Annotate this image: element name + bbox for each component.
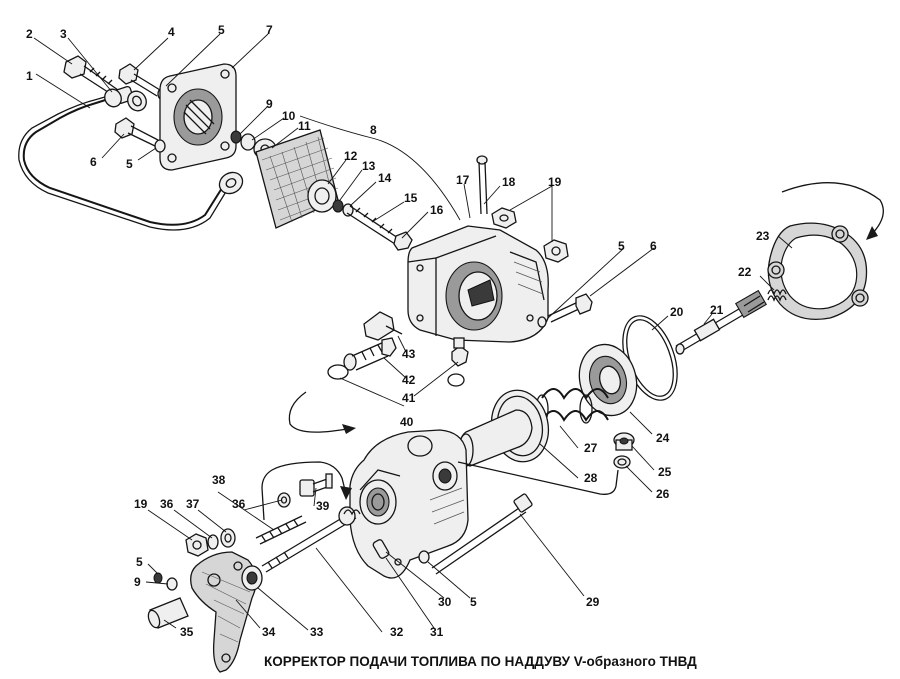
callout-label: 37 xyxy=(186,497,200,511)
nut-part xyxy=(332,199,354,217)
long-bolt-part xyxy=(431,493,533,575)
callout-label: 32 xyxy=(390,625,404,639)
lever-gasket-part xyxy=(190,551,257,673)
callout-label: 43 xyxy=(402,347,416,361)
spring-part xyxy=(767,289,787,302)
callout-label: 28 xyxy=(584,471,598,485)
callout-label: 35 xyxy=(180,625,194,639)
leader-lines xyxy=(33,33,793,633)
cover-part xyxy=(159,63,237,171)
callout-label: 29 xyxy=(586,595,600,609)
disc-part xyxy=(307,179,337,213)
washer-part xyxy=(104,88,147,112)
callout-label: 3 xyxy=(60,27,67,41)
callout-label: 30 xyxy=(438,595,452,609)
washer-part xyxy=(153,572,178,591)
nut-part xyxy=(491,207,569,263)
nut-part xyxy=(185,533,209,557)
callout-label: 21 xyxy=(710,303,724,317)
callout-label: 16 xyxy=(430,203,444,217)
screw-part xyxy=(255,515,307,545)
callout-label: 13 xyxy=(362,159,376,173)
callout-label: 17 xyxy=(456,173,470,187)
callout-label: 19 xyxy=(548,175,562,189)
connector-line xyxy=(457,461,619,495)
callout-label: 27 xyxy=(584,441,598,455)
callout-label: 41 xyxy=(402,391,416,405)
callout-label: 5 xyxy=(136,555,143,569)
callout-label: 9 xyxy=(134,575,141,589)
rod-part xyxy=(346,205,413,251)
callout-label: 5 xyxy=(470,595,477,609)
callout-label: 42 xyxy=(402,373,416,387)
callout-label: 38 xyxy=(212,473,226,487)
vent-pin-part xyxy=(476,155,488,215)
callout-label: 8 xyxy=(370,123,377,137)
shaft-part xyxy=(675,289,768,355)
assembly-arrow xyxy=(261,461,352,521)
fitting-part xyxy=(451,337,469,367)
callout-label: 7 xyxy=(266,23,273,37)
callout-labels: 1 2 3 4 5 7 9 10 11 8 6 5 12 13 14 15 16… xyxy=(26,23,770,639)
callout-label: 11 xyxy=(298,119,311,133)
callout-label: 26 xyxy=(656,487,670,501)
callout-label: 34 xyxy=(262,625,276,639)
assembly-arrow xyxy=(288,391,356,434)
clamp-part xyxy=(363,311,403,341)
callout-label: 6 xyxy=(650,239,657,253)
callout-label: 33 xyxy=(310,625,324,639)
callout-label: 23 xyxy=(756,229,770,243)
bushing-part xyxy=(241,565,263,591)
callout-label: 5 xyxy=(126,157,133,171)
diagram-caption: КОРРЕКТОР ПОДАЧИ ТОПЛИВА ПО НАДДУВУ V-об… xyxy=(264,654,697,669)
callout-label: 12 xyxy=(344,149,358,163)
washer-part xyxy=(277,492,291,508)
callout-label: 19 xyxy=(134,497,148,511)
callout-label: 40 xyxy=(400,415,414,429)
callout-label: 18 xyxy=(502,175,516,189)
callout-label: 5 xyxy=(218,23,225,37)
flange-gasket-part xyxy=(767,222,869,321)
plug-part xyxy=(613,432,635,451)
callout-label: 31 xyxy=(430,625,444,639)
callout-label: 1 xyxy=(26,69,33,83)
pin-part xyxy=(372,539,390,559)
rod-part xyxy=(261,506,361,573)
callout-label: 24 xyxy=(656,431,670,445)
corrector-body-part xyxy=(407,225,549,343)
callout-label: 10 xyxy=(282,109,296,123)
callout-label: 2 xyxy=(26,27,33,41)
nozzle-part xyxy=(343,337,397,371)
callout-label: 39 xyxy=(316,499,330,513)
plate-part xyxy=(457,389,550,467)
bolt-part xyxy=(114,117,166,153)
callout-label: 20 xyxy=(670,305,684,319)
callout-label: 22 xyxy=(738,265,752,279)
callout-label: 15 xyxy=(404,191,418,205)
cap-part xyxy=(578,343,638,417)
fuel-tube-part xyxy=(18,86,244,231)
callout-label: 14 xyxy=(378,171,392,185)
washer-part xyxy=(207,528,236,550)
o-ring-part xyxy=(327,364,465,387)
callout-label: 25 xyxy=(658,465,672,479)
bolt-part xyxy=(299,473,333,497)
callout-label: 36 xyxy=(160,497,174,511)
callout-label: 4 xyxy=(168,25,175,39)
gasket-arrow xyxy=(781,182,884,240)
washer-part xyxy=(613,455,631,469)
washer-part xyxy=(418,550,430,564)
pin-part xyxy=(147,597,189,629)
callout-label: 9 xyxy=(266,97,273,111)
callout-label: 36 xyxy=(232,497,246,511)
callout-label: 6 xyxy=(90,155,97,169)
callout-label: 5 xyxy=(618,239,625,253)
